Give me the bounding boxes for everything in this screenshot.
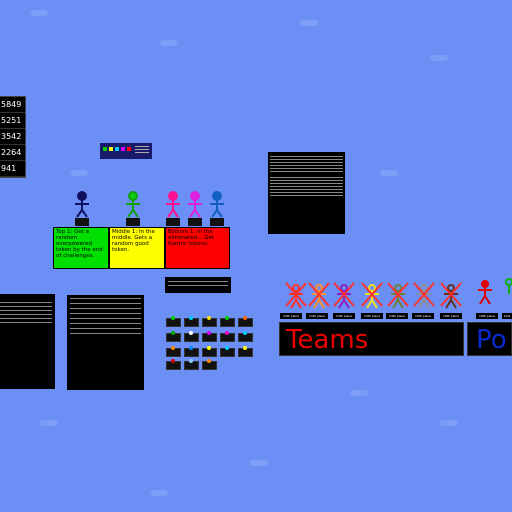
place-label: 11th place [306, 313, 328, 319]
place-label: 13th place [361, 313, 383, 319]
score-item: 3542 [0, 129, 25, 145]
tier-bottom: Bottom 1: In the eliminated... Get Karmi… [165, 227, 230, 269]
notes-panel-left [0, 294, 55, 389]
stick-figure [188, 191, 202, 218]
place-label: 10th place [280, 313, 302, 319]
stick-figure [166, 191, 180, 218]
eliminated-row [285, 278, 512, 309]
tier-middle: Middle 1: In the middle. Gets a random g… [109, 227, 165, 269]
stick-figure [126, 191, 140, 218]
teams-banner: Teams [279, 322, 464, 356]
po-banner-text: Po [476, 325, 507, 355]
score-item: 5849 [0, 97, 25, 113]
rules-panel [268, 152, 345, 234]
place-label: 16th place [440, 313, 462, 319]
teams-banner-text: Teams [286, 325, 369, 355]
place-label: 12th place [333, 313, 355, 319]
place-label: 21st [502, 313, 512, 319]
score-item: 2264 [0, 145, 25, 161]
po-banner: Po [467, 322, 512, 356]
stick-figure [75, 191, 89, 218]
score-item: 941 [0, 161, 25, 177]
info-strip [165, 277, 231, 293]
place-label: 15th place [412, 313, 434, 319]
place-label: 14th place [386, 313, 408, 319]
token-legend [100, 143, 152, 159]
tier-top: Top 1: Get a random overpowered token by… [53, 227, 109, 269]
stick-figure [210, 191, 224, 218]
score-item: 5251 [0, 113, 25, 129]
score-list: 5849 5251 3542 2264 941 [0, 96, 26, 178]
character-group [75, 191, 224, 226]
place-label: 19th place [476, 313, 498, 319]
notes-panel-center [67, 295, 144, 390]
